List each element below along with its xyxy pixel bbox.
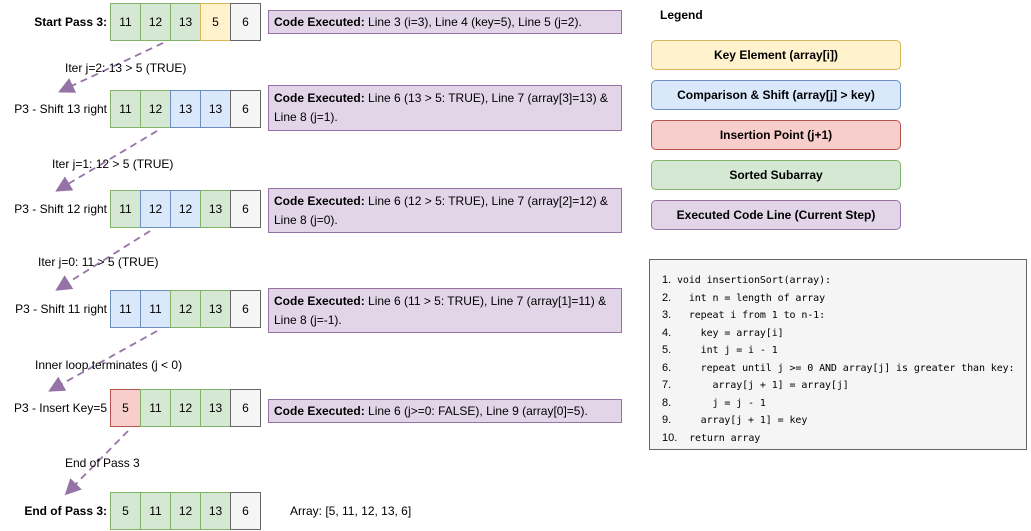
array-cell-comparison: 13	[170, 90, 201, 128]
pseudocode-line: 1. void insertionSort(array):	[662, 272, 1020, 290]
pseudocode-line-code: repeat until j >= 0 AND array[j] is grea…	[677, 362, 1015, 374]
array-cell-comparison: 11	[110, 290, 141, 328]
pseudocode-line-code: return array	[677, 432, 761, 444]
array-cell-sorted: 11	[110, 190, 141, 228]
pseudocode-line-number: 4.	[662, 326, 672, 339]
legend-title: Legend	[660, 8, 703, 22]
row-label: End of Pass 3:	[24, 504, 107, 518]
step-label: Iter j=0: 11 > 5 (TRUE)	[38, 255, 159, 269]
array-cell-sorted: 13	[200, 190, 231, 228]
legend-item-key: Key Element (array[i])	[651, 40, 901, 70]
step-label: Inner loop terminates (j < 0)	[35, 358, 183, 372]
pseudocode-line: 3. repeat i from 1 to n-1:	[662, 307, 1020, 325]
pseudocode-line: 5. int j = i - 1	[662, 342, 1020, 360]
code-executed-box: Code Executed: Line 6 (13 > 5: TRUE), Li…	[268, 85, 622, 131]
pseudocode-line-number: 1.	[662, 274, 672, 286]
array-cell-sorted: 12	[170, 492, 201, 530]
array-cell-sorted: 5	[110, 492, 141, 530]
code-executed-box: Code Executed: Line 6 (12 > 5: TRUE), Li…	[268, 188, 622, 233]
array-cell-unsorted: 6	[230, 389, 261, 427]
pseudocode-line-code: int j = i - 1	[677, 345, 778, 356]
legend-item-executed: Executed Code Line (Current Step)	[651, 200, 901, 230]
array-cell-unsorted: 6	[230, 190, 261, 228]
legend-item-comparison: Comparison & Shift (array[j] > key)	[651, 80, 901, 110]
code-executed-text: Code Executed: Line 6 (13 > 5: TRUE), Li…	[274, 91, 608, 124]
legend-item-sorted: Sorted Subarray	[651, 160, 901, 190]
pseudocode-line-number: 3.	[662, 309, 672, 321]
array-cell-comparison: 12	[170, 190, 201, 228]
legend: Legend Key Element (array[i]) Comparison …	[651, 8, 901, 230]
array-cell-sorted: 12	[140, 90, 171, 128]
legend-item-insertion: Insertion Point (j+1)	[651, 120, 901, 150]
array-cell-sorted: 11	[140, 389, 171, 427]
pseudocode-line-code: void insertionSort(array):	[677, 275, 831, 286]
array-cell-comparison: 13	[200, 90, 231, 128]
pseudocode-line-code: repeat i from 1 to n-1:	[677, 310, 826, 321]
array-cell-sorted: 12	[140, 3, 171, 41]
code-executed-text: Code Executed: Line 3 (i=3), Line 4 (key…	[274, 14, 582, 29]
pseudocode-line: 10. return array	[662, 430, 1020, 448]
step-label: End of Pass 3	[65, 456, 140, 470]
array-cell-sorted: 13	[200, 290, 231, 328]
pseudocode-line-code: int n = length of array	[677, 292, 826, 304]
pseudocode-line: 7. array[j + 1] = array[j]	[662, 377, 1020, 395]
array-cell-sorted: 11	[140, 492, 171, 530]
pseudocode-line-code: key = array[i]	[677, 327, 784, 339]
pseudocode-line-number: 2.	[662, 291, 672, 304]
array-cell-unsorted: 6	[230, 3, 261, 41]
pseudocode-line: 4. key = array[i]	[662, 325, 1020, 343]
array-cell-key: 5	[200, 3, 231, 41]
row-label: P3 - Insert Key=5	[13, 401, 107, 415]
array-cell-sorted: 12	[170, 290, 201, 328]
array-cell-sorted: 13	[170, 3, 201, 41]
array-cell-comparison: 11	[140, 290, 171, 328]
pseudocode-line: 6. repeat until j >= 0 AND array[j] is g…	[662, 360, 1020, 378]
array-cell-unsorted: 6	[230, 290, 261, 328]
pseudocode-line-number: 7.	[662, 379, 672, 391]
pseudocode-line: 9. array[j + 1] = key	[662, 412, 1020, 430]
code-executed-text: Code Executed: Line 6 (12 > 5: TRUE), Li…	[274, 193, 608, 227]
pseudocode-line-number: 5.	[662, 344, 672, 356]
pseudocode-line-number: 8.	[662, 396, 672, 409]
array-cell-unsorted: 6	[230, 90, 261, 128]
row-label: P3 - Shift 13 right	[14, 102, 107, 116]
pseudocode-line-code: array[j + 1] = array[j]	[677, 380, 849, 391]
code-executed-box: Code Executed: Line 3 (i=3), Line 4 (key…	[268, 10, 622, 34]
code-executed-text: Code Executed: Line 6 (11 > 5: TRUE), Li…	[274, 293, 607, 327]
array-cell-sorted: 13	[200, 492, 231, 530]
pseudocode-line-number: 6.	[662, 361, 672, 374]
row-label: P3 - Shift 11 right	[15, 302, 107, 316]
array-cell-insertion: 5	[110, 389, 141, 427]
step-label: Iter j=2: 13 > 5 (TRUE)	[65, 61, 187, 75]
row-label: P3 - Shift 12 right	[14, 202, 107, 216]
array-cell-unsorted: 6	[230, 492, 261, 530]
final-array-text: Array: [5, 11, 12, 13, 6]	[290, 504, 412, 518]
row-label: Start Pass 3:	[34, 15, 107, 29]
array-cell-sorted: 11	[110, 90, 141, 128]
pseudocode-line: 8. j = j - 1	[662, 395, 1020, 413]
pseudocode-line-number: 10.	[662, 431, 678, 444]
array-cell-sorted: 11	[110, 3, 141, 41]
array-cell-sorted: 13	[200, 389, 231, 427]
code-executed-box: Code Executed: Line 6 (j>=0: FALSE), Lin…	[268, 399, 622, 423]
code-executed-box: Code Executed: Line 6 (11 > 5: TRUE), Li…	[268, 288, 622, 333]
pseudocode-panel: 1. void insertionSort(array): 2. int n = l…	[649, 259, 1027, 450]
code-executed-text: Code Executed: Line 6 (j>=0: FALSE), Lin…	[274, 403, 588, 418]
pseudocode-line-number: 9.	[662, 414, 672, 426]
step-label: Iter j=1: 12 > 5 (TRUE)	[52, 157, 174, 171]
array-cell-comparison: 12	[140, 190, 171, 228]
pseudocode-line-code: j = j - 1	[677, 397, 766, 409]
array-cell-sorted: 12	[170, 389, 201, 427]
pseudocode-line-code: array[j + 1] = key	[677, 415, 808, 426]
pseudocode-line: 2. int n = length of array	[662, 290, 1020, 308]
